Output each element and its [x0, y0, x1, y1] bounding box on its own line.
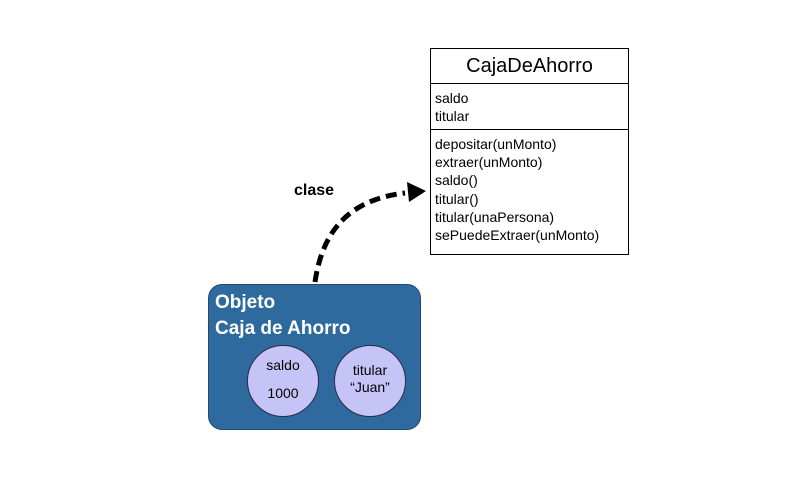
field-value-titular: “Juan”	[350, 379, 390, 395]
object-title-line2: Caja de Ahorro	[215, 318, 351, 339]
class-attributes: saldo titular	[431, 84, 628, 130]
class-name: CajaDeAhorro	[431, 49, 628, 84]
class-methods: depositar(unMonto) extraer(unMonto) sald…	[431, 130, 628, 244]
arrow-head	[407, 182, 426, 202]
arrow-label: clase	[294, 182, 335, 199]
object-title: Objeto Caja de Ahorro	[215, 290, 351, 342]
attribute-saldo: saldo	[435, 90, 469, 106]
field-name-saldo: saldo	[266, 357, 300, 373]
field-value-saldo: 1000	[267, 385, 299, 401]
object-box: Objeto Caja de Ahorro saldo 1000 titular…	[208, 284, 421, 430]
uml-class-box: CajaDeAhorro saldo titular depositar(unM…	[430, 48, 629, 255]
method-extraer: extraer(unMonto)	[435, 154, 543, 171]
field-circle-titular: titular “Juan”	[334, 345, 406, 417]
object-title-line1: Objeto	[215, 292, 276, 313]
method-saldo: saldo()	[435, 172, 478, 189]
field-name-titular: titular	[352, 362, 388, 378]
field-circle-saldo: saldo 1000	[247, 345, 319, 417]
method-titular-setter: titular(unaPersona)	[435, 208, 555, 225]
attribute-titular: titular	[435, 108, 470, 125]
method-titular: titular()	[435, 190, 479, 207]
arrow-dashed-path	[312, 190, 406, 283]
method-se-puede-extraer: sePuedeExtraer(unMonto)	[435, 227, 600, 244]
method-depositar: depositar(unMonto)	[435, 136, 557, 152]
